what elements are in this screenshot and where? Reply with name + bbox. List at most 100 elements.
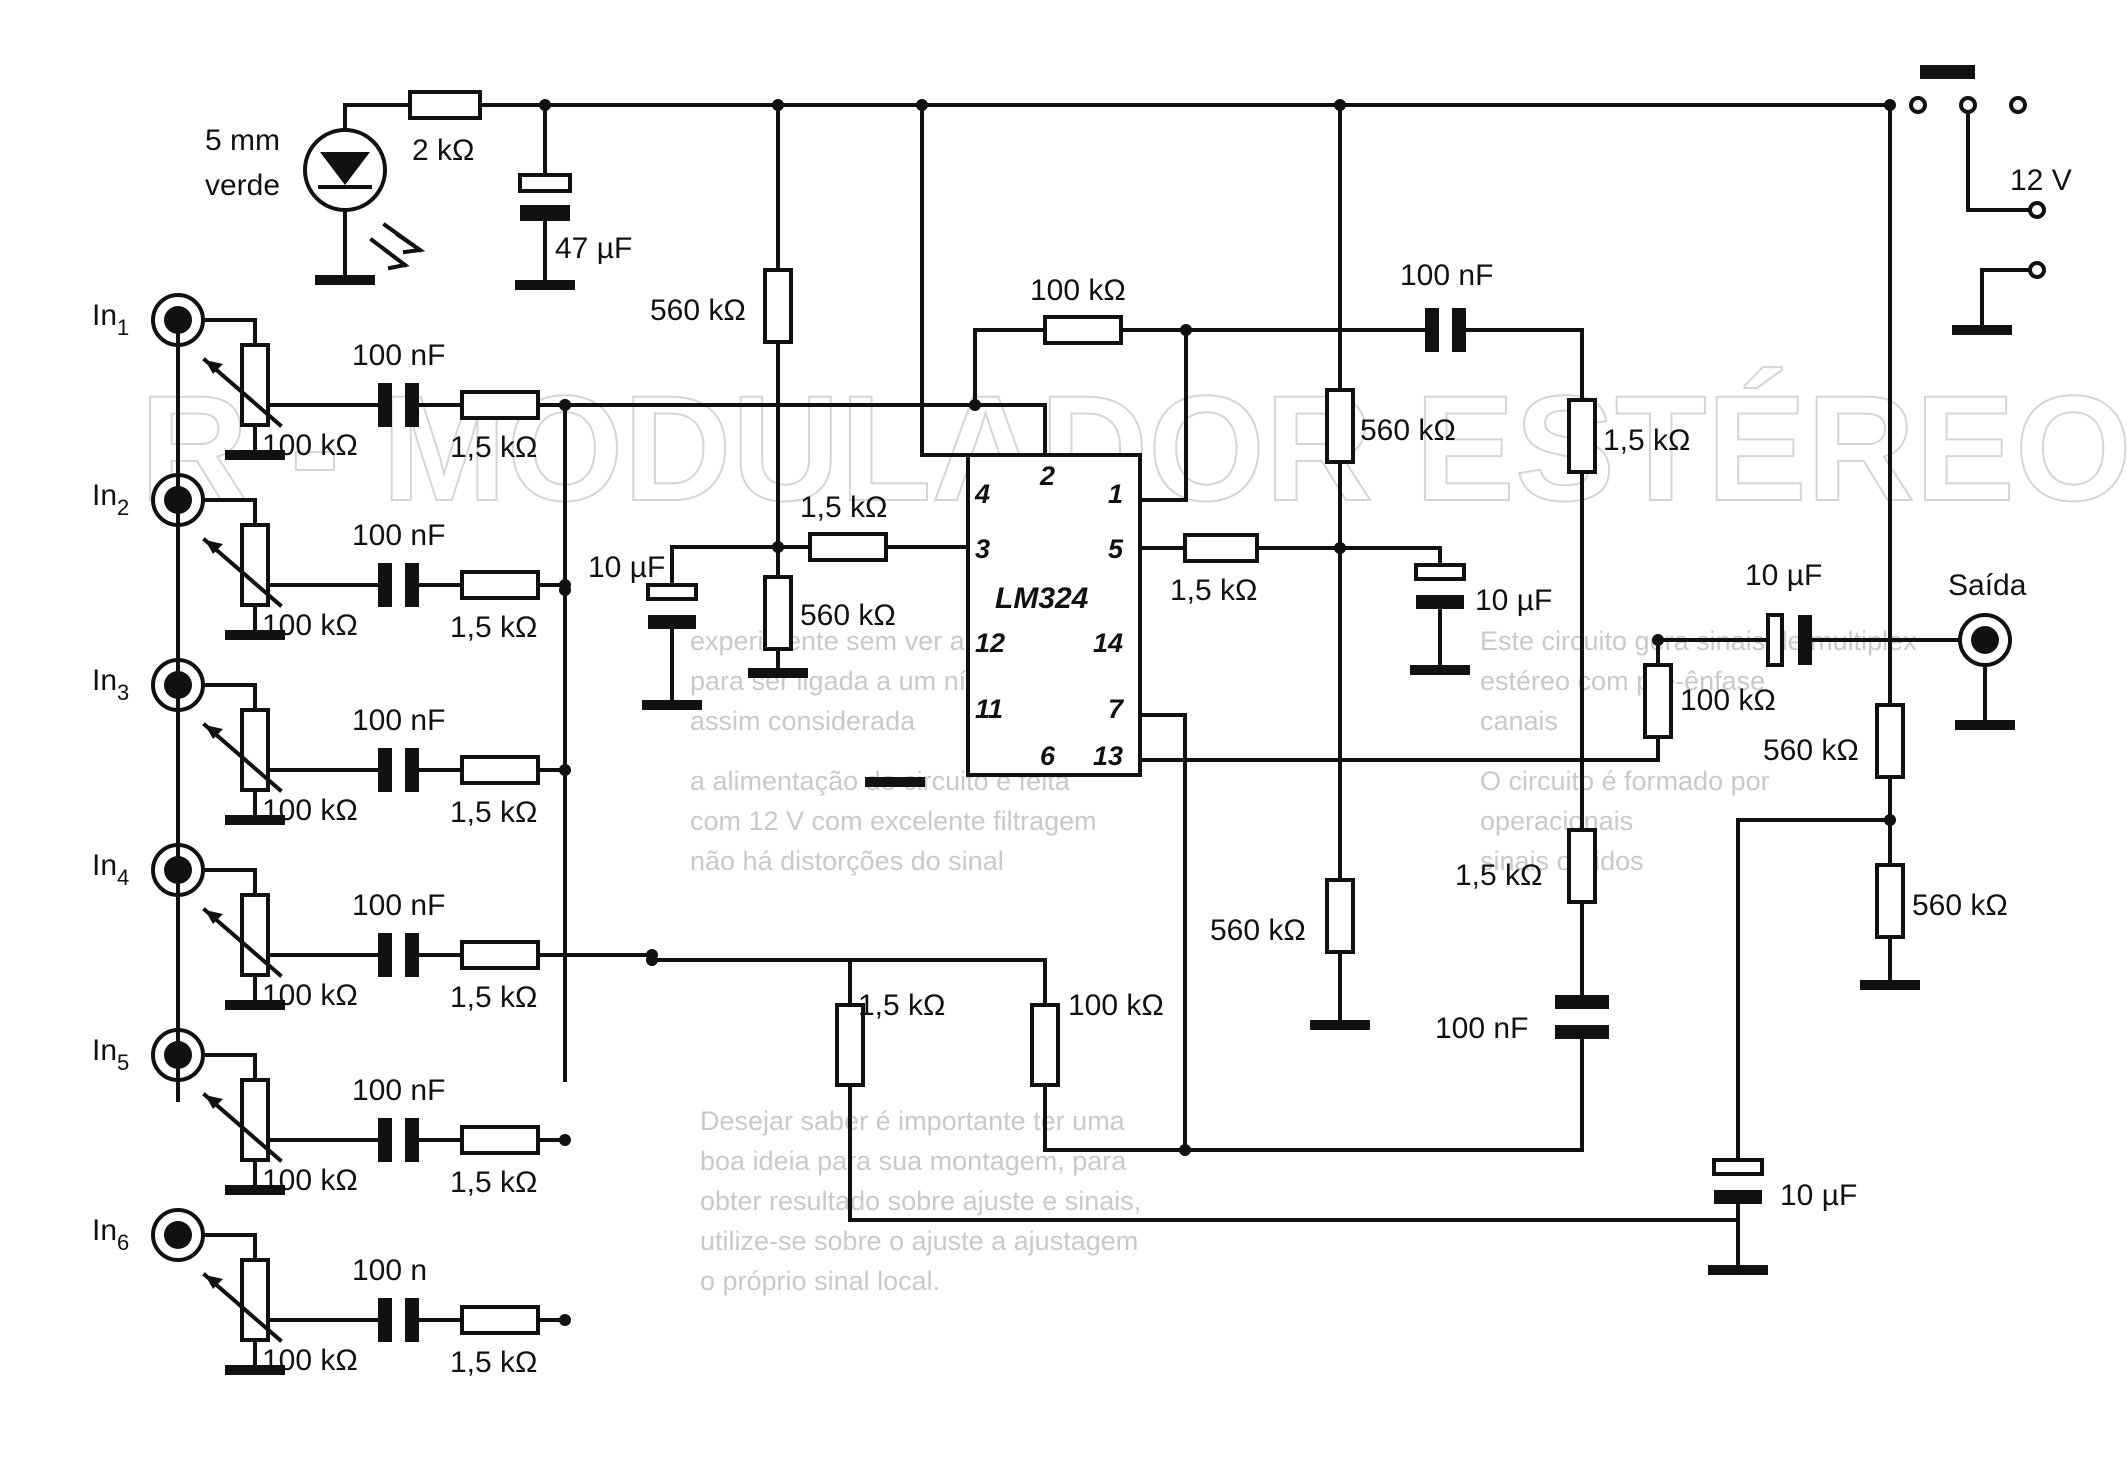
r-out-load-label: 100 kΩ: [1680, 684, 1776, 717]
cap-label: 100 nF: [352, 339, 445, 372]
capacitor-100nf: [378, 563, 392, 607]
r-mid-top-label: 560 kΩ: [1360, 414, 1456, 447]
capacitor-10uf: [1766, 613, 1784, 667]
r-right-label: 1,5 kΩ: [1603, 424, 1690, 457]
supply-voltage-label: 12 V: [2010, 164, 2072, 197]
res-label: 1,5 kΩ: [450, 431, 537, 464]
ic-pin: 7: [1108, 694, 1125, 724]
capacitor-10uf: [1414, 563, 1466, 581]
ground-icon: [642, 700, 702, 710]
r-bottom-fb-label: 100 kΩ: [1068, 989, 1164, 1022]
resistor-1k5: [460, 940, 540, 970]
c-out5-label: 10 µF: [1475, 584, 1552, 617]
input-label: In5: [92, 1034, 129, 1075]
led-size-label: 5 mm: [205, 124, 280, 157]
background-text-line: com 12 V com excelente filtragem: [690, 806, 1097, 836]
ground-icon: [1955, 720, 2015, 730]
resistor-560k: [1325, 878, 1355, 954]
ic-pin: 5: [1108, 534, 1124, 564]
r-bottom-left-label: 1,5 kΩ: [858, 989, 945, 1022]
capacitor-100nf: [378, 748, 392, 792]
capacitor-100nf: [378, 933, 392, 977]
resistor-1k5: [1567, 398, 1597, 474]
resistor-1k5: [460, 755, 540, 785]
c-right-low-label: 100 nF: [1435, 1012, 1528, 1045]
c-div-label: 10 µF: [1780, 1179, 1857, 1212]
bottom-feedback: 1,5 kΩ 100 kΩ: [650, 958, 1187, 1152]
pot-label: 100 kΩ: [262, 1164, 358, 1197]
resistor-1k5: [835, 1003, 865, 1087]
ic-pin: 14: [1093, 628, 1123, 658]
capacitor-10uf: [1712, 1158, 1764, 1176]
r-led-label: 2 kΩ: [412, 134, 474, 167]
capacitor-47uf: [518, 173, 572, 193]
ground-icon: [1860, 980, 1920, 990]
background-text-line: não há distorções do sinal: [690, 846, 1004, 876]
resistor-1k5: [460, 1305, 540, 1335]
resistor-1k5: [460, 390, 540, 420]
power-switch[interactable]: 12 V: [1909, 65, 2072, 335]
resistor-560k: [1875, 863, 1905, 939]
ground-icon: [225, 450, 285, 460]
supply-section: 2 kΩ 5 mm verde 47 µF: [205, 90, 1896, 290]
resistor-1k5: [1183, 533, 1259, 563]
ic-name: LM324: [995, 582, 1089, 615]
ground-icon: [225, 1365, 285, 1375]
res-label: 1,5 kΩ: [450, 1346, 537, 1379]
r-div-bot-label: 560 kΩ: [1912, 889, 2008, 922]
lm324-ic: LM324 2 1 4 3 5 12 14 11 7 6 13 100 kΩ 1…: [865, 259, 1660, 1152]
input-label: In3: [92, 664, 129, 705]
resistor-1k5: [1567, 828, 1597, 904]
ic-body: [966, 453, 1142, 777]
ground-icon: [225, 630, 285, 640]
background-text-line: assim considerada: [690, 706, 916, 736]
background-text-line: estéreo com pré-ênfase: [1480, 666, 1765, 696]
r-div-top-label: 560 kΩ: [1763, 734, 1859, 767]
background-text-line: o próprio sinal local.: [700, 1266, 940, 1296]
resistor-100k: [1030, 1003, 1060, 1087]
c-bias-label: 10 µF: [588, 551, 665, 584]
ground-icon: [1952, 325, 2012, 335]
ic-pin: 6: [1040, 741, 1056, 771]
res-label: 1,5 kΩ: [450, 981, 537, 1014]
resistor-2k: [408, 90, 482, 120]
background-text-line: operacionais: [1480, 806, 1633, 836]
capacitor-100nf: [378, 1118, 392, 1162]
bias-section: 560 kΩ 560 kΩ 1,5 kΩ 10 µF: [588, 103, 970, 710]
background-text-line: O circuito é formado por: [1480, 766, 1770, 796]
c-out-label: 10 µF: [1745, 559, 1822, 592]
background-text-line: Desejar saber é importante ter uma: [700, 1106, 1126, 1136]
led-color-label: verde: [205, 169, 280, 202]
terminal-icon: [2028, 201, 2046, 219]
ground-icon: [315, 275, 375, 285]
ground-icon: [225, 1000, 285, 1010]
background-text-line: obter resultado sobre ajuste e sinais,: [700, 1186, 1141, 1216]
capacitor-100nf: [378, 1298, 392, 1342]
ground-icon: [865, 777, 925, 787]
potentiometer-100k[interactable]: [240, 708, 270, 792]
output-label: Saída: [1948, 569, 2027, 602]
r-bias-bot-label: 560 kΩ: [800, 599, 896, 632]
ground-icon: [225, 815, 285, 825]
ic-pin: 11: [975, 694, 1003, 724]
ground-icon: [515, 280, 575, 290]
c-fb-label: 100 nF: [1400, 259, 1493, 292]
background-text-line: canais: [1480, 706, 1558, 736]
ic-pin: 3: [975, 534, 990, 564]
ic-pin: 2: [1039, 461, 1055, 491]
cap-label: 100 n: [352, 1254, 427, 1287]
c-supply-label: 47 µF: [555, 232, 632, 265]
pot-label: 100 kΩ: [262, 794, 358, 827]
cap-label: 100 nF: [352, 1074, 445, 1107]
ground-icon: [1708, 1265, 1768, 1275]
r-fb-label: 100 kΩ: [1030, 274, 1126, 307]
mid-divider: 560 kΩ 560 kΩ: [1210, 103, 1456, 1030]
resistor-560k: [1325, 388, 1355, 464]
cap-label: 100 nF: [352, 704, 445, 737]
capacitor-10uf: [646, 583, 698, 601]
input-label: In4: [92, 849, 129, 890]
background-text-line: utilize-se sobre o ajuste a ajustagem: [700, 1226, 1138, 1256]
